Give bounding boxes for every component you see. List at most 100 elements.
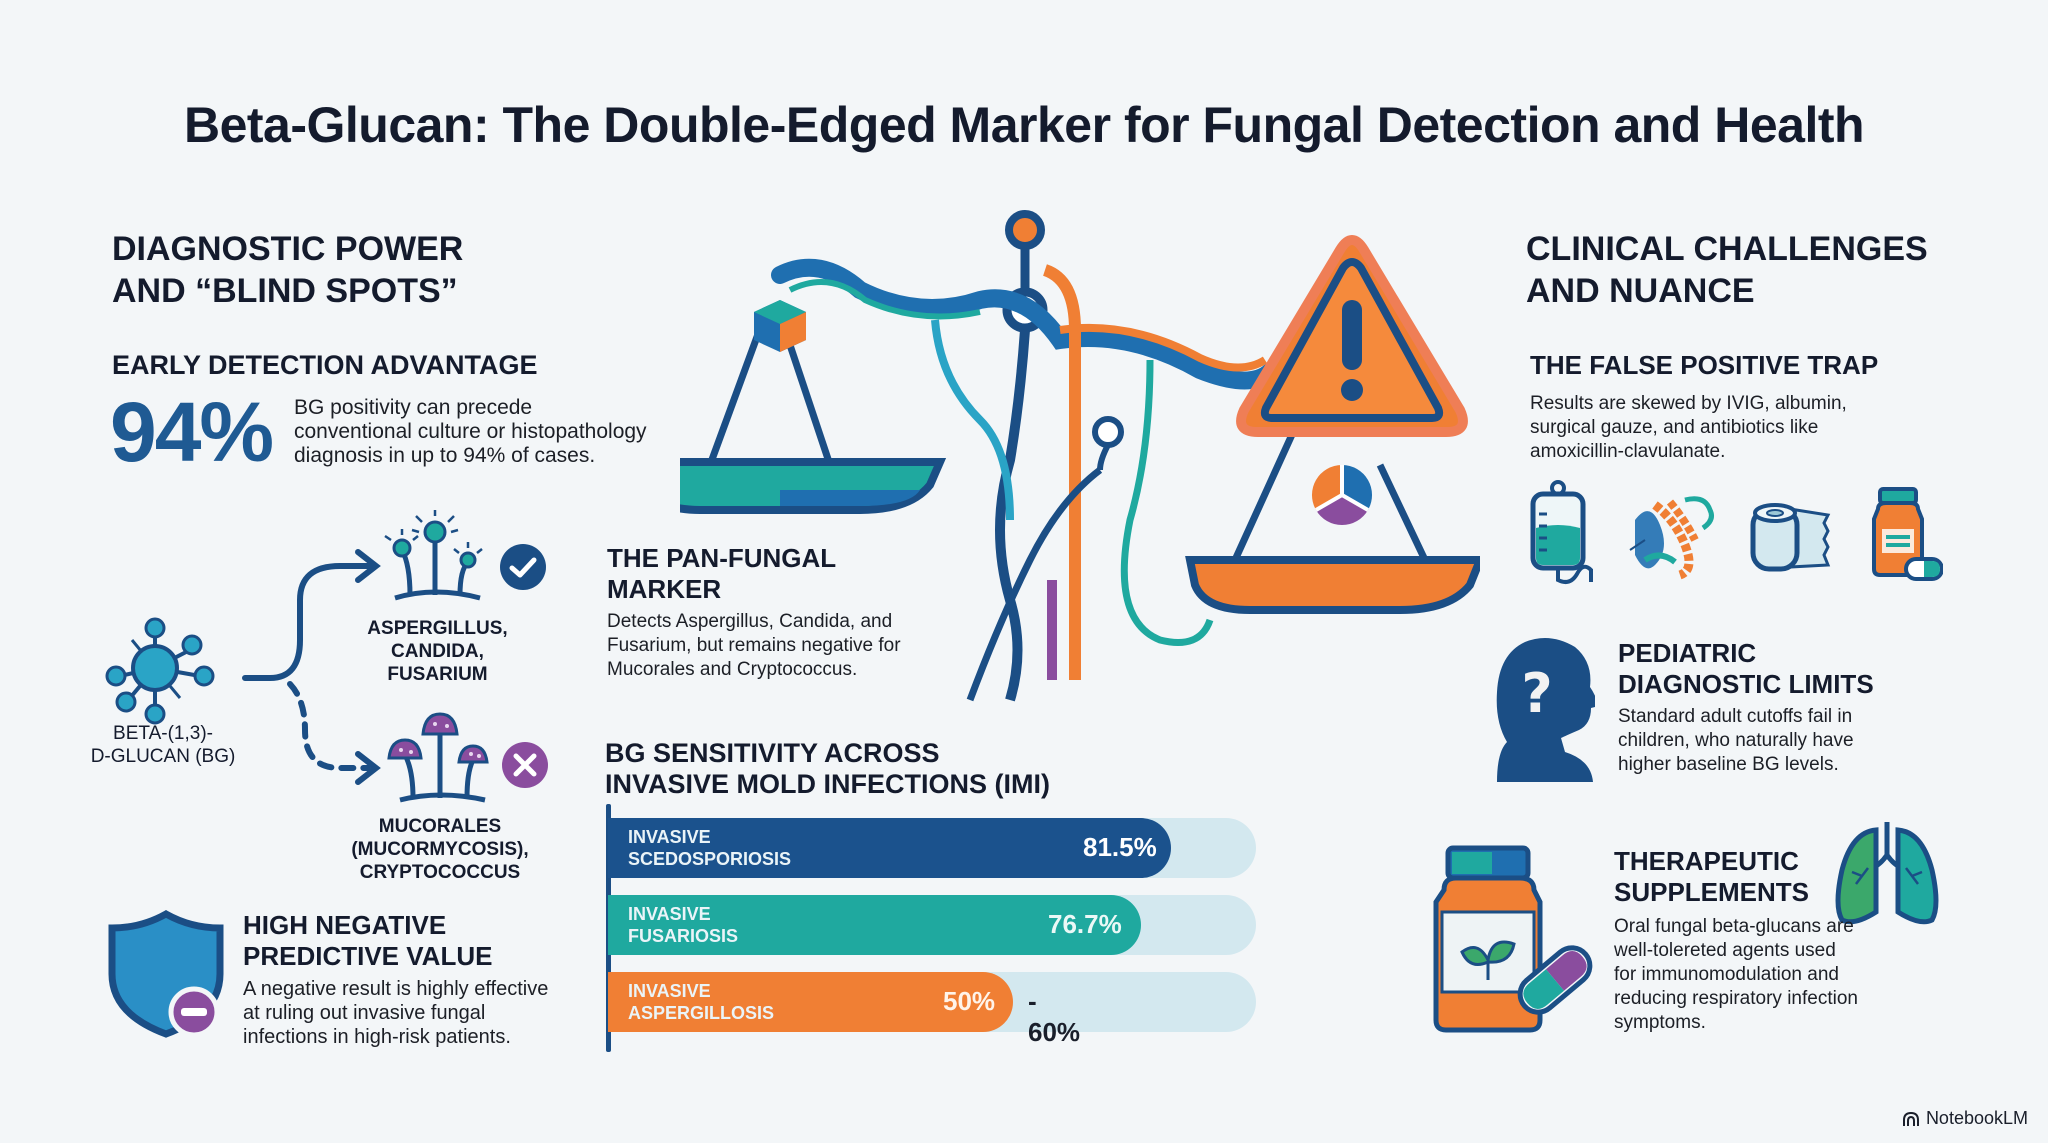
text-line: A negative result is highly effective: [243, 978, 549, 1000]
pan-fungal-heading: THE PAN-FUNGAL MARKER: [607, 543, 836, 605]
text-line: for immunomodulation and: [1614, 964, 1839, 985]
cube-icon: [754, 300, 806, 352]
bar-value: 76.7%: [1048, 909, 1122, 939]
heading-line: THE PAN-FUNGAL: [607, 543, 837, 573]
label-line: MUCORALES: [378, 816, 502, 837]
notebooklm-logo-icon: [1902, 1111, 1919, 1126]
flow-diagram: [105, 549, 381, 785]
text-line: higher baseline BG levels.: [1618, 754, 1839, 775]
iv-bag-icon: [1530, 480, 1593, 584]
npv-heading: HIGH NEGATIVE PREDICTIVE VALUE: [243, 910, 492, 972]
notebooklm-brand: NotebookLM: [1902, 1108, 2028, 1129]
text-line: amoxicillin-clavulanate.: [1530, 441, 1726, 462]
text-line: infections in high-risk patients.: [243, 1026, 511, 1048]
text-line: symptoms.: [1614, 1012, 1706, 1033]
lungs-icon: [1835, 822, 1939, 925]
early-detection-heading: EARLY DETECTION ADVANTAGE: [112, 350, 538, 380]
text-line: Mucorales and Cryptococcus.: [607, 659, 858, 680]
mucorales-mushroom-icon: [387, 712, 489, 803]
heading-line: DIAGNOSTIC LIMITS: [1618, 669, 1874, 699]
label-line: INVASIVE: [628, 981, 711, 1001]
heading-line: INVASIVE MOLD INFECTIONS (IMI): [605, 769, 1050, 799]
text-line: Detects Aspergillus, Candida, and: [607, 611, 893, 632]
beta-glucan-label: BETA-(1,3)- D-GLUCAN (BG): [88, 722, 238, 768]
pan-fungal-text: Detects Aspergillus, Candida, and Fusari…: [607, 610, 901, 682]
heading-line: SUPPLEMENTS: [1614, 877, 1810, 907]
beta-glucan-molecule-icon: [105, 617, 215, 725]
early-detection-text: BG positivity can precede conventional c…: [294, 396, 647, 468]
warning-triangle-icon: [1236, 235, 1468, 437]
heading-line: MARKER: [607, 574, 722, 604]
text-line: Fusarium, but remains negative for: [607, 635, 901, 656]
label-line: SCEDOSPORIOSIS: [628, 849, 792, 869]
text-line: BG positivity can precede: [294, 396, 533, 419]
bar-value: 50%: [943, 986, 996, 1016]
label-line: CRYPTOCOCCUS: [359, 862, 521, 883]
text-line: at ruling out invasive fungal: [243, 1002, 486, 1024]
gauze-roll-icon: [1750, 503, 1831, 572]
left-section-title-line1: DIAGNOSTIC POWER: [112, 230, 464, 268]
false-positive-text: Results are skewed by IVIG, albumin, sur…: [1530, 392, 1847, 464]
x-mark-icon: [502, 742, 548, 788]
bar-label: INVASIVE SCEDOSPORIOSIS: [628, 826, 791, 870]
negative-dashed-arrow: [287, 681, 371, 771]
heading-line: PREDICTIVE VALUE: [243, 941, 493, 971]
svg-text:?: ?: [1521, 662, 1552, 725]
right-section-title-line2: AND NUANCE: [1526, 272, 1755, 310]
label-line: BETA-(1,3)-: [113, 723, 213, 744]
label-line: INVASIVE: [628, 827, 711, 847]
label-line: ASPERGILLOSIS: [628, 1003, 775, 1023]
text-line: Standard adult cutoffs fail in: [1618, 706, 1853, 727]
supplement-bottle-icon: [1433, 845, 1593, 1033]
brand-label: NotebookLM: [1925, 1108, 2028, 1128]
pediatric-text: Standard adult cutoffs fail in children,…: [1618, 705, 1854, 777]
label-line: D-GLUCAN (BG): [90, 746, 236, 767]
early-detection-stat: 94%: [110, 385, 274, 479]
label-line: FUSARIOSIS: [628, 926, 739, 946]
pediatric-heading: PEDIATRIC DIAGNOSTIC LIMITS: [1618, 638, 1874, 700]
label-line: INVASIVE: [628, 904, 711, 924]
positive-arrow: [242, 563, 373, 681]
text-line: Oral fungal beta-glucans are: [1614, 916, 1854, 937]
albumin-protein-icon: [1629, 496, 1714, 580]
heading-line: HIGH NEGATIVE: [243, 910, 447, 940]
sensitivity-heading: BG SENSITIVITY ACROSS INVASIVE MOLD INFE…: [605, 738, 1050, 800]
label-line: FUSARIUM: [387, 664, 488, 685]
left-section-title: DIAGNOSTIC POWER AND “BLIND SPOTS”: [112, 228, 463, 312]
supplements-text: Oral fungal beta-glucans are well-tolere…: [1614, 915, 1858, 1035]
npv-text: A negative result is highly effective at…: [243, 977, 548, 1049]
left-section-title-line2: AND “BLIND SPOTS”: [112, 272, 458, 310]
label-line: ASPERGILLUS,: [367, 618, 508, 639]
shield-icon: [108, 910, 224, 1038]
bar-label: INVASIVE FUSARIOSIS: [628, 903, 738, 947]
heading-line: THERAPEUTIC: [1614, 846, 1799, 876]
false-positive-heading: THE FALSE POSITIVE TRAP: [1530, 350, 1879, 380]
text-line: reducing respiratory infection: [1614, 988, 1858, 1009]
bar-range-upper: - 60%: [1028, 986, 1081, 1047]
text-line: surgical gauze, and antibiotics like: [1530, 417, 1819, 438]
bar-fill: [608, 972, 1013, 1032]
right-section-title: CLINICAL CHALLENGES AND NUANCE: [1526, 228, 1928, 312]
positive-fungi-label: ASPERGILLUS, CANDIDA, FUSARIUM: [345, 617, 530, 686]
pie-chart-icon: [1311, 465, 1373, 526]
aspergillus-fungus-icon: [384, 510, 483, 601]
label-line: (MUCORMYCOSIS),: [351, 839, 529, 860]
bar-fill: [608, 818, 1171, 878]
bar-fill: [608, 895, 1141, 955]
bar-label: INVASIVE ASPERGILLOSIS: [628, 980, 774, 1024]
text-line: children, who naturally have: [1618, 730, 1854, 751]
check-icon: [500, 544, 546, 590]
right-section-title-line1: CLINICAL CHALLENGES: [1526, 230, 1928, 268]
label-line: CANDIDA,: [391, 641, 484, 662]
text-line: conventional culture or histopathology: [294, 420, 647, 443]
antibiotic-bottle-icon: [1872, 487, 1943, 581]
heading-line: PEDIATRIC: [1618, 638, 1757, 668]
bar-value: 81.5%: [1083, 832, 1157, 862]
text-line: diagnosis in up to 94% of cases.: [294, 444, 596, 467]
text-line: Results are skewed by IVIG, albumin,: [1530, 393, 1847, 414]
child-question-icon: ?: [1496, 638, 1595, 782]
text-line: well-tolereted agents used: [1614, 940, 1836, 961]
heading-line: BG SENSITIVITY ACROSS: [605, 738, 940, 768]
supplements-heading: THERAPEUTIC SUPPLEMENTS: [1614, 846, 1809, 908]
balance-scale-illustration: [680, 210, 1480, 702]
